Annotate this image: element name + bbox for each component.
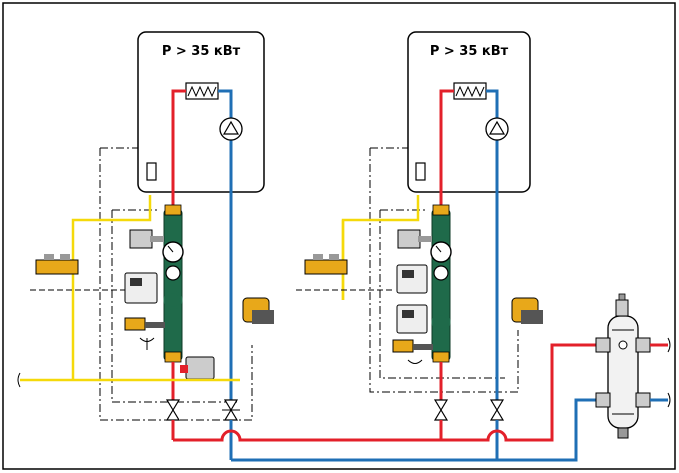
gas-line-1 [71, 195, 152, 380]
boiler-1-inner-enclosure [111, 209, 238, 403]
circulation-pump-icon [219, 117, 243, 141]
pump-group-2 [431, 209, 451, 361]
main-supply-pipe [173, 343, 598, 442]
heat-exchanger-icon [185, 82, 219, 100]
heat-exchanger-icon [453, 82, 487, 100]
gas-valve-icon [304, 254, 348, 275]
boiler-2-inner-enclosure [379, 209, 505, 379]
actuator-icon [180, 356, 215, 380]
actuator-icon [129, 229, 164, 249]
boiler-1-power-label: P > 35 кВт [162, 44, 241, 59]
main-return-pipe [231, 398, 598, 462]
controller-box [124, 272, 158, 304]
gas-valve-icon [35, 254, 79, 275]
valve-icon [222, 399, 240, 421]
thermometer-icon [165, 265, 181, 281]
boiler-2: P > 35 кВт [296, 31, 543, 460]
boiler-2-body [407, 31, 531, 193]
boiler-2-return-pipe [486, 89, 499, 118]
actuator-icon [511, 297, 543, 324]
actuator-icon [242, 297, 274, 324]
valve-icon [489, 399, 505, 421]
boiler-2-power-label: P > 35 кВт [430, 44, 509, 59]
safety-valve-icon [124, 317, 165, 331]
boiler-1-return-pipe [218, 89, 233, 118]
controller-box [396, 264, 428, 294]
pump-group-1 [163, 209, 183, 361]
boiler-2-enclosure [369, 147, 519, 393]
control-panel-icon [146, 162, 157, 181]
actuator-icon [397, 229, 432, 249]
control-panel-icon [415, 162, 426, 181]
boiler-1-supply-pipe [171, 89, 186, 210]
thermometer-icon [433, 265, 449, 281]
safety-valve-icon [392, 339, 433, 353]
boiler-2-supply-pipe [439, 89, 454, 210]
controller-box [396, 304, 428, 334]
circulation-pump-icon [485, 117, 509, 141]
boiler-1: P > 35 кВт [20, 31, 274, 460]
